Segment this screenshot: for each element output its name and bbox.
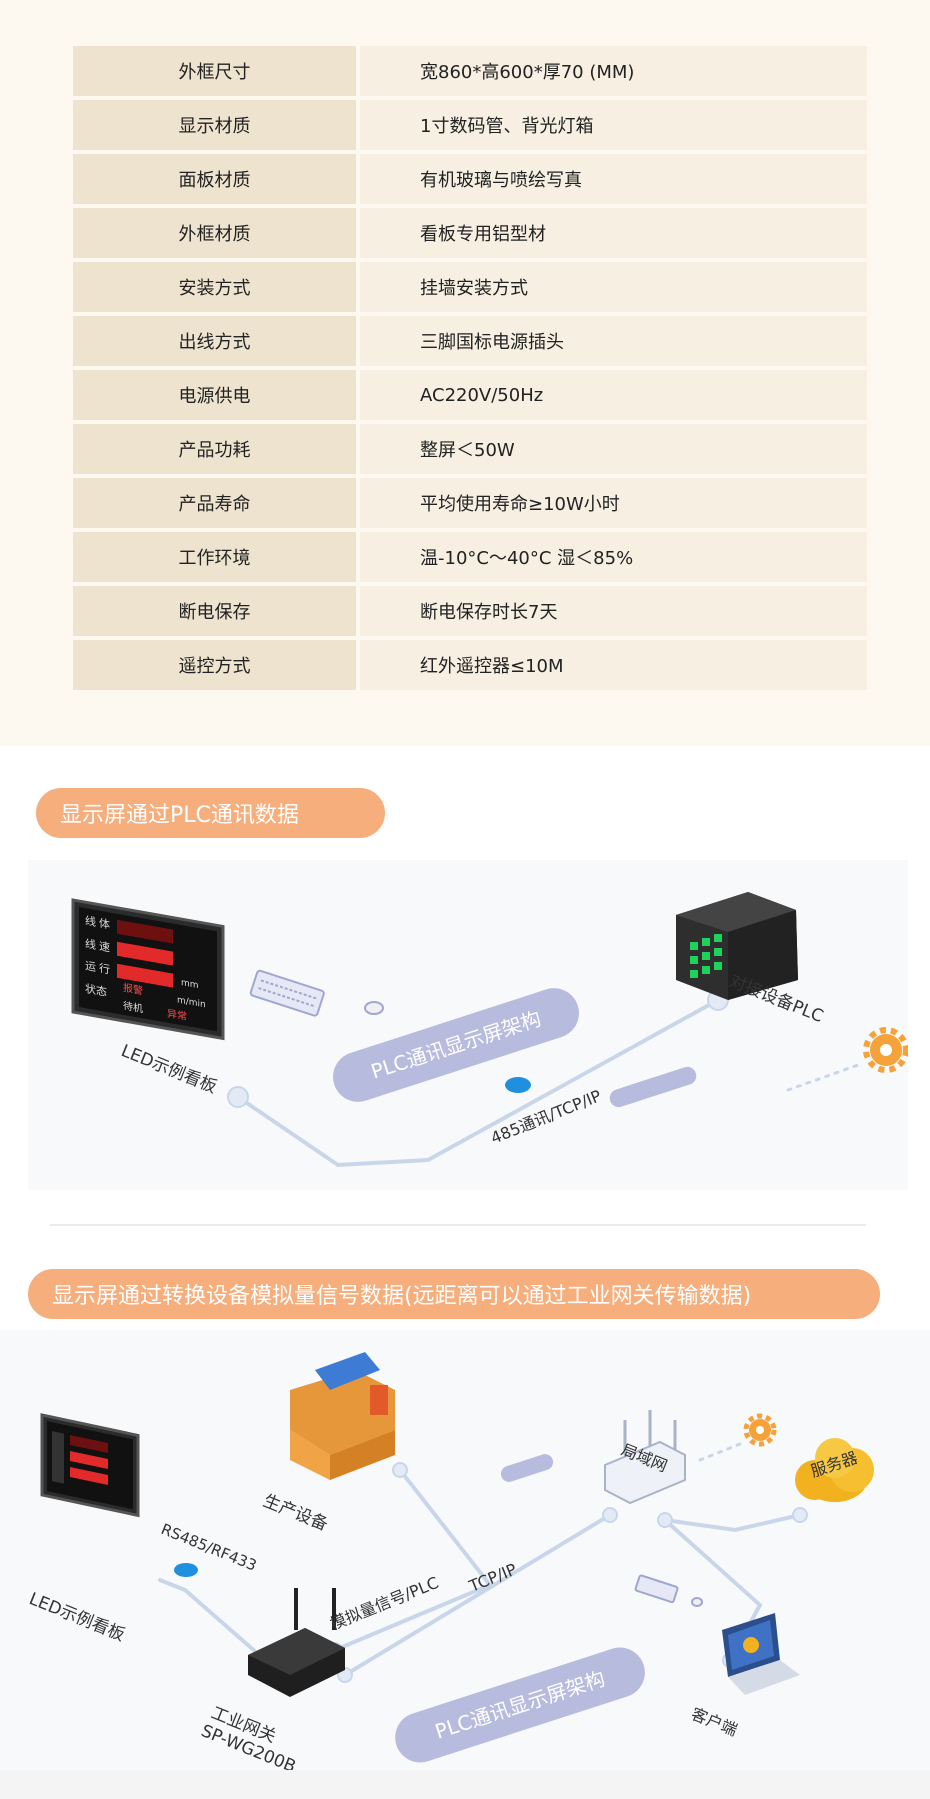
spec-label: 显示材质 (73, 100, 356, 150)
plc-device-icon (676, 892, 798, 1000)
led-row-label: 体 (99, 916, 110, 932)
node-dot (602, 1507, 618, 1523)
spec-value: 三脚国标电源插头 (360, 316, 867, 366)
spec-value: 温-10°C～40°C 湿＜85% (360, 532, 867, 582)
spec-label: 工作环境 (73, 532, 356, 582)
spec-row: 产品寿命平均使用寿命≥10W小时 (73, 478, 867, 528)
node-dot (227, 1086, 249, 1108)
spec-row: 断电保存断电保存时长7天 (73, 586, 867, 636)
spec-value: 整屏＜50W (360, 424, 867, 474)
spec-label: 外框尺寸 (73, 46, 356, 96)
keyboard-icon (634, 1574, 679, 1604)
spec-value: 有机玻璃与喷绘写真 (360, 154, 867, 204)
gear-icon (863, 1027, 908, 1073)
spec-label: 产品寿命 (73, 478, 356, 528)
led-row-label: 运 (85, 959, 96, 974)
spec-row: 外框尺寸宽860*高600*厚70 (MM) (73, 46, 867, 96)
laptop-icon (722, 1613, 800, 1695)
node-dot (392, 1462, 408, 1478)
spec-label: 遥控方式 (73, 640, 356, 690)
spec-row: 产品功耗整屏＜50W (73, 424, 867, 474)
section1-banner: 显示屏通过PLC通讯数据 (36, 788, 385, 838)
spec-row: 外框材质看板专用铝型材 (73, 208, 867, 258)
spec-label: 产品功耗 (73, 424, 356, 474)
led-status: 待机 (123, 999, 143, 1015)
center-pill-bg (333, 988, 579, 1102)
spec-value: 平均使用寿命≥10W小时 (360, 478, 867, 528)
mouse-icon (691, 1597, 703, 1607)
spec-label: 出线方式 (73, 316, 356, 366)
link-line (158, 1578, 267, 1662)
gear-icon (743, 1413, 777, 1447)
center-pill-bg (395, 1647, 645, 1763)
production-equipment-icon (290, 1352, 395, 1480)
bottom-band (0, 1770, 930, 1799)
led-board-icon (40, 1413, 140, 1518)
led-row-label: 线 (85, 913, 96, 929)
router-icon (604, 1410, 686, 1505)
spec-value: 1寸数码管、背光灯箱 (360, 100, 867, 150)
gateway-icon (248, 1588, 345, 1697)
link-line (333, 1468, 494, 1652)
gateway-diagram: PLC通讯显示屏架构 LED示例看板 生产设备 工业网关 SP-WG200B R… (0, 1330, 930, 1770)
link-line (343, 1513, 612, 1677)
spec-value: 挂墙安装方式 (360, 262, 867, 312)
mouse-icon (364, 1001, 384, 1015)
section1-banner-text: 显示屏通过PLC通讯数据 (60, 803, 299, 828)
dotted-link (698, 1440, 747, 1462)
section2-banner: 显示屏通过转换设备模拟量信号数据(远距离可以通过工业网关传输数据) (28, 1269, 880, 1319)
dotted-link (786, 1063, 860, 1092)
led-board-icon: 线 体 线 速 运 行 状态 mm m/min 报警 待机 异常 (71, 898, 225, 1041)
spec-value: 看板专用铝型材 (360, 208, 867, 258)
spec-label: 面板材质 (73, 154, 356, 204)
spec-row: 工作环境温-10°C～40°C 湿＜85% (73, 532, 867, 582)
led-status: 报警 (123, 981, 143, 997)
led-status: 异常 (167, 1007, 187, 1023)
section-divider (50, 1224, 866, 1226)
node-dot (657, 1512, 673, 1528)
spec-row: 面板材质有机玻璃与喷绘写真 (73, 154, 867, 204)
section2-banner-text: 显示屏通过转换设备模拟量信号数据(远距离可以通过工业网关传输数据) (52, 1284, 752, 1309)
spec-value: 红外遥控器≤10M (360, 640, 867, 690)
spec-value: 断电保存时长7天 (360, 586, 867, 636)
pill-decor (609, 1066, 697, 1108)
led-row-label: 状态 (85, 981, 107, 999)
spec-label: 安装方式 (73, 262, 356, 312)
led-row-label: 线 (85, 936, 96, 952)
link-line (236, 998, 720, 1168)
spec-label: 外框材质 (73, 208, 356, 258)
spec-label: 断电保存 (73, 586, 356, 636)
node-dot (792, 1507, 808, 1523)
plc-diagram: PLC通讯显示屏架构 485通讯/TCP/IP 线 体 线 速 运 行 状态 m… (28, 860, 908, 1190)
pill-decor (500, 1454, 554, 1482)
spec-row: 出线方式三脚国标电源插头 (73, 316, 867, 366)
spec-value: 宽860*高600*厚70 (MM) (360, 46, 867, 96)
spec-label: 电源供电 (73, 370, 356, 420)
spec-row: 安装方式挂墙安装方式 (73, 262, 867, 312)
connector-icon (174, 1563, 198, 1577)
server-cloud-icon (795, 1438, 874, 1502)
spec-row: 遥控方式红外遥控器≤10M (73, 640, 867, 690)
spec-value: AC220V/50Hz (360, 370, 867, 420)
led-row-label: 速 (99, 940, 110, 955)
led-unit: mm (181, 978, 199, 991)
led-row-label: 行 (99, 962, 110, 977)
keyboard-icon (249, 969, 325, 1017)
connector-icon (505, 1077, 531, 1093)
link-line (663, 1513, 802, 1533)
